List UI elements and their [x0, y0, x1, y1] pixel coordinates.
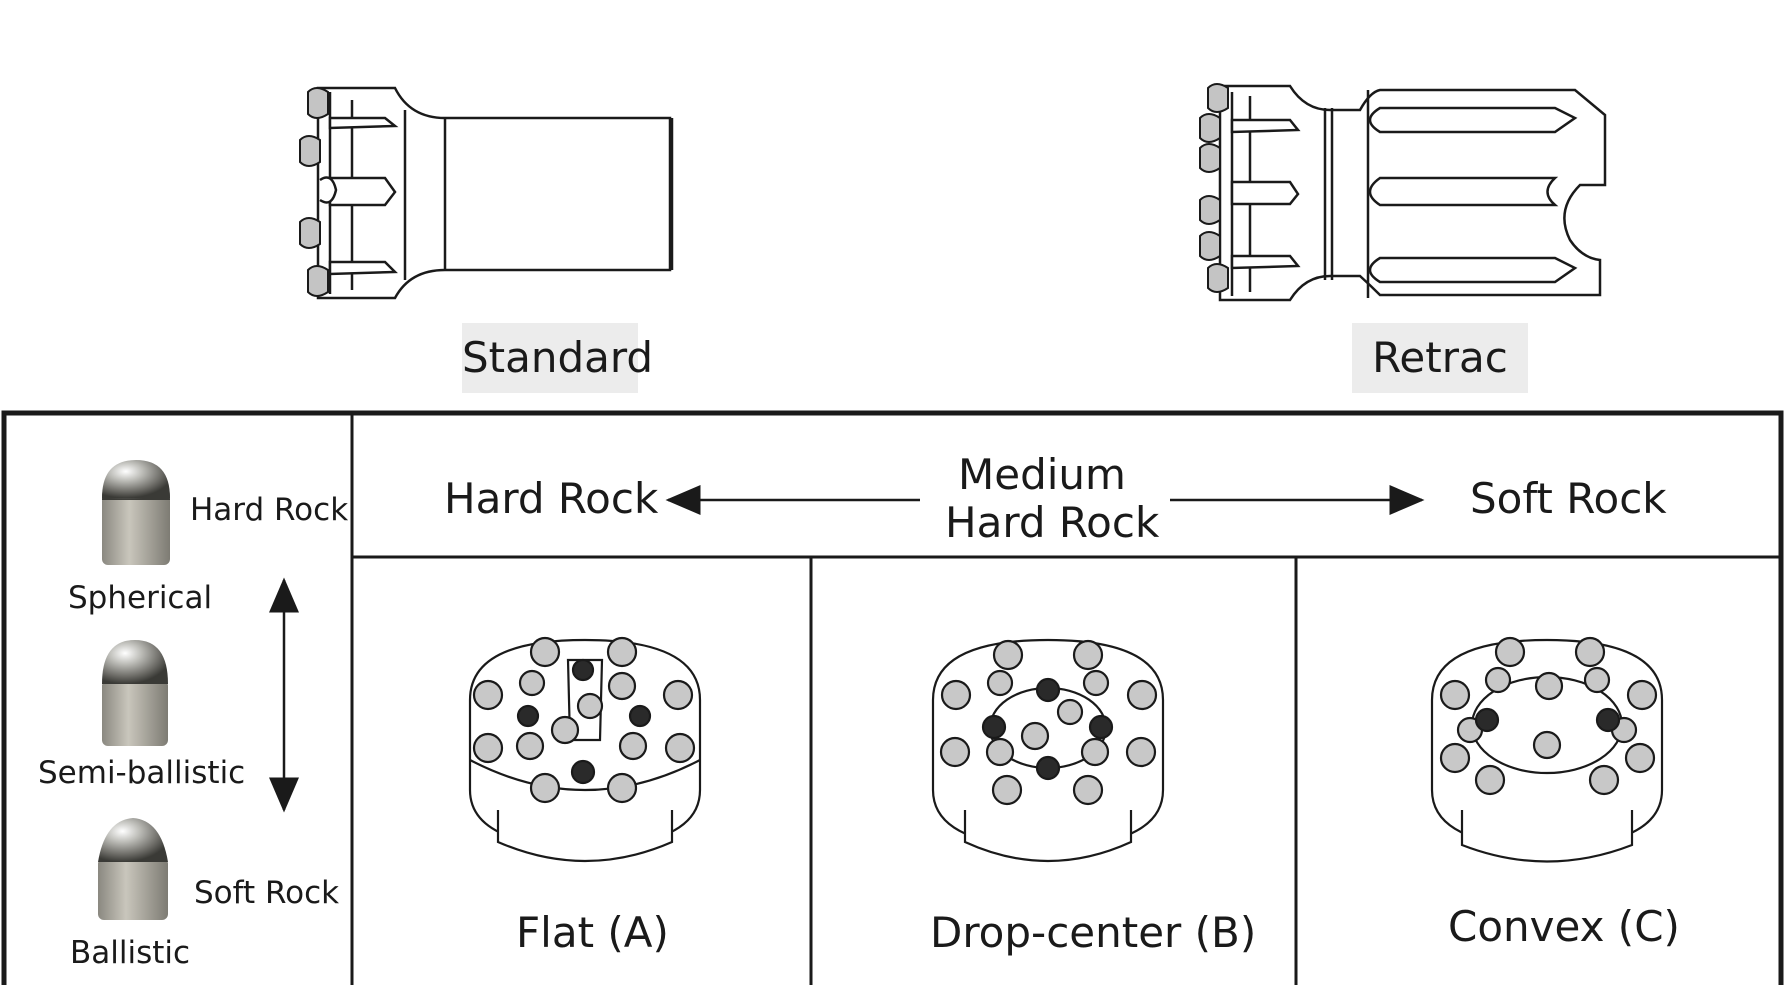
button-soft-rock-label: Soft Rock — [194, 875, 340, 911]
face-flat-drawing — [468, 636, 702, 863]
face-drop-center-label: Drop-center (B) — [930, 908, 1257, 957]
button-ballistic-image — [98, 818, 168, 920]
button-semi-ballistic-label: Semi-ballistic — [38, 755, 246, 791]
face-convex-drawing — [1430, 636, 1664, 863]
header-soft-rock: Soft Rock — [1470, 474, 1667, 523]
retrac-label: Retrac — [1352, 323, 1528, 393]
table-frame — [1, 410, 1784, 985]
button-hard-rock-label: Hard Rock — [190, 492, 349, 528]
header-hard-rock: Hard Rock — [444, 474, 659, 523]
button-spherical-label: Spherical — [68, 580, 213, 616]
retrac-bit-drawing — [1199, 83, 1607, 302]
face-convex-label: Convex (C) — [1448, 902, 1680, 951]
button-ballistic-label: Ballistic — [70, 935, 191, 971]
header-medium-line1: Medium — [958, 450, 1126, 499]
standard-bit-drawing — [299, 86, 674, 300]
button-spherical-image — [102, 460, 170, 565]
face-drop-center-drawing — [931, 638, 1165, 863]
standard-label: Standard — [462, 323, 653, 393]
button-semi-ballistic-image — [102, 640, 168, 746]
face-flat-label: Flat (A) — [516, 908, 669, 957]
header-medium-line2: Hard Rock — [945, 498, 1160, 547]
